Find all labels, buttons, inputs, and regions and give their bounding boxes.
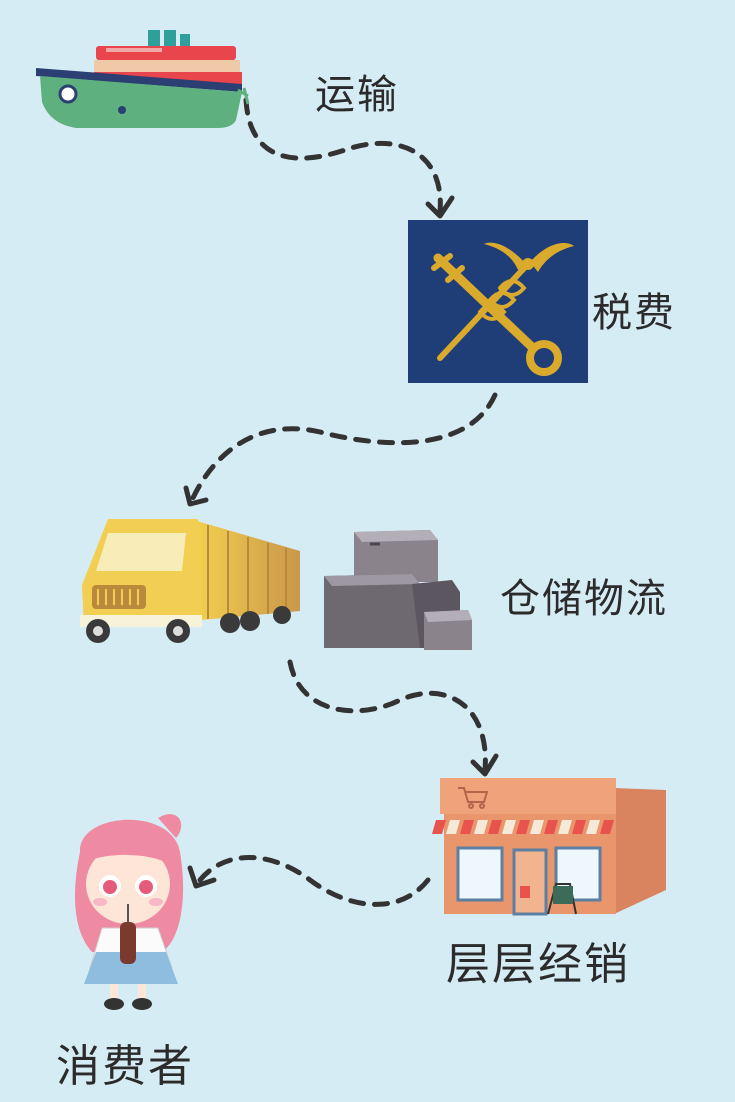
truck-icon (80, 519, 300, 643)
customs-emblem-icon (408, 220, 588, 383)
logistics-label: 仓储物流 (500, 576, 668, 622)
tax-label: 税费 (592, 290, 676, 336)
stacked-boxes-icon (324, 530, 472, 650)
transport-label: 运输 (315, 72, 399, 118)
consumer-label: 消费者 (56, 1041, 194, 1092)
arrowhead-consumer (187, 865, 217, 889)
arrowhead-customs (425, 195, 455, 219)
ship-icon (36, 30, 250, 128)
store-icon (432, 778, 666, 916)
consumer-girl-icon (75, 814, 184, 1010)
arrow-logistics-to-store (287, 659, 488, 773)
arrow-store-to-consumer (197, 855, 431, 907)
arrowhead-store (470, 753, 499, 777)
dealer-label: 层层经销 (446, 939, 630, 990)
arrow-customs-to-truck (189, 392, 498, 503)
arrow-ship-to-customs (243, 97, 443, 215)
arrowhead-truck (183, 485, 209, 507)
